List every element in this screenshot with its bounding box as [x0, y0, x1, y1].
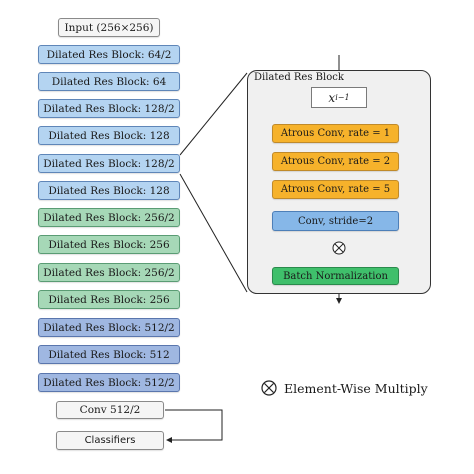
dilated-res-block-128-2: Dilated Res Block: 128/2	[38, 99, 180, 118]
dilated-res-block-512-2-b: Dilated Res Block: 512/2	[38, 373, 180, 392]
atrous-conv-rate-5: Atrous Conv, rate = 5	[272, 180, 399, 199]
dilated-res-block-128: Dilated Res Block: 128	[38, 126, 180, 145]
input-feature-base: x	[328, 90, 336, 105]
legend-label: Element-Wise Multiply	[284, 380, 428, 396]
dilated-res-block-256-2: Dilated Res Block: 256/2	[38, 208, 180, 227]
detail-panel-title: Dilated Res Block	[254, 72, 344, 83]
input-feature-subscript: i−1	[335, 93, 350, 102]
dilated-res-block-128-b: Dilated Res Block: 128	[38, 181, 180, 200]
multiply-icon	[332, 241, 346, 255]
dilated-res-block-64-2: Dilated Res Block: 64/2	[38, 45, 180, 64]
conv-stride-2: Conv, stride=2	[272, 211, 399, 231]
atrous-conv-rate-1: Atrous Conv, rate = 1	[272, 124, 399, 143]
dilated-res-block-128-2-expanded: Dilated Res Block: 128/2	[38, 154, 180, 173]
dilated-res-block-256-b: Dilated Res Block: 256	[38, 290, 180, 309]
dilated-res-block-64: Dilated Res Block: 64	[38, 72, 180, 91]
dilated-res-block-512-2: Dilated Res Block: 512/2	[38, 318, 180, 337]
conv-to-classifiers-arrow	[165, 409, 223, 443]
zoom-line-top	[179, 72, 248, 156]
classifiers-block: Classifiers	[56, 431, 164, 450]
conv-block: Conv 512/2	[56, 401, 164, 419]
atrous-conv-rate-2: Atrous Conv, rate = 2	[272, 152, 399, 171]
batch-normalization: Batch Normalization	[272, 267, 399, 285]
dilated-res-block-256-2-b: Dilated Res Block: 256/2	[38, 263, 180, 282]
legend-multiply-icon	[261, 380, 277, 396]
input-block: Input (256×256)	[58, 18, 160, 37]
zoom-line-bottom	[179, 173, 248, 293]
dilated-res-block-256: Dilated Res Block: 256	[38, 235, 180, 254]
legend: Element-Wise Multiply	[261, 380, 428, 396]
dilated-res-block-512: Dilated Res Block: 512	[38, 345, 180, 364]
